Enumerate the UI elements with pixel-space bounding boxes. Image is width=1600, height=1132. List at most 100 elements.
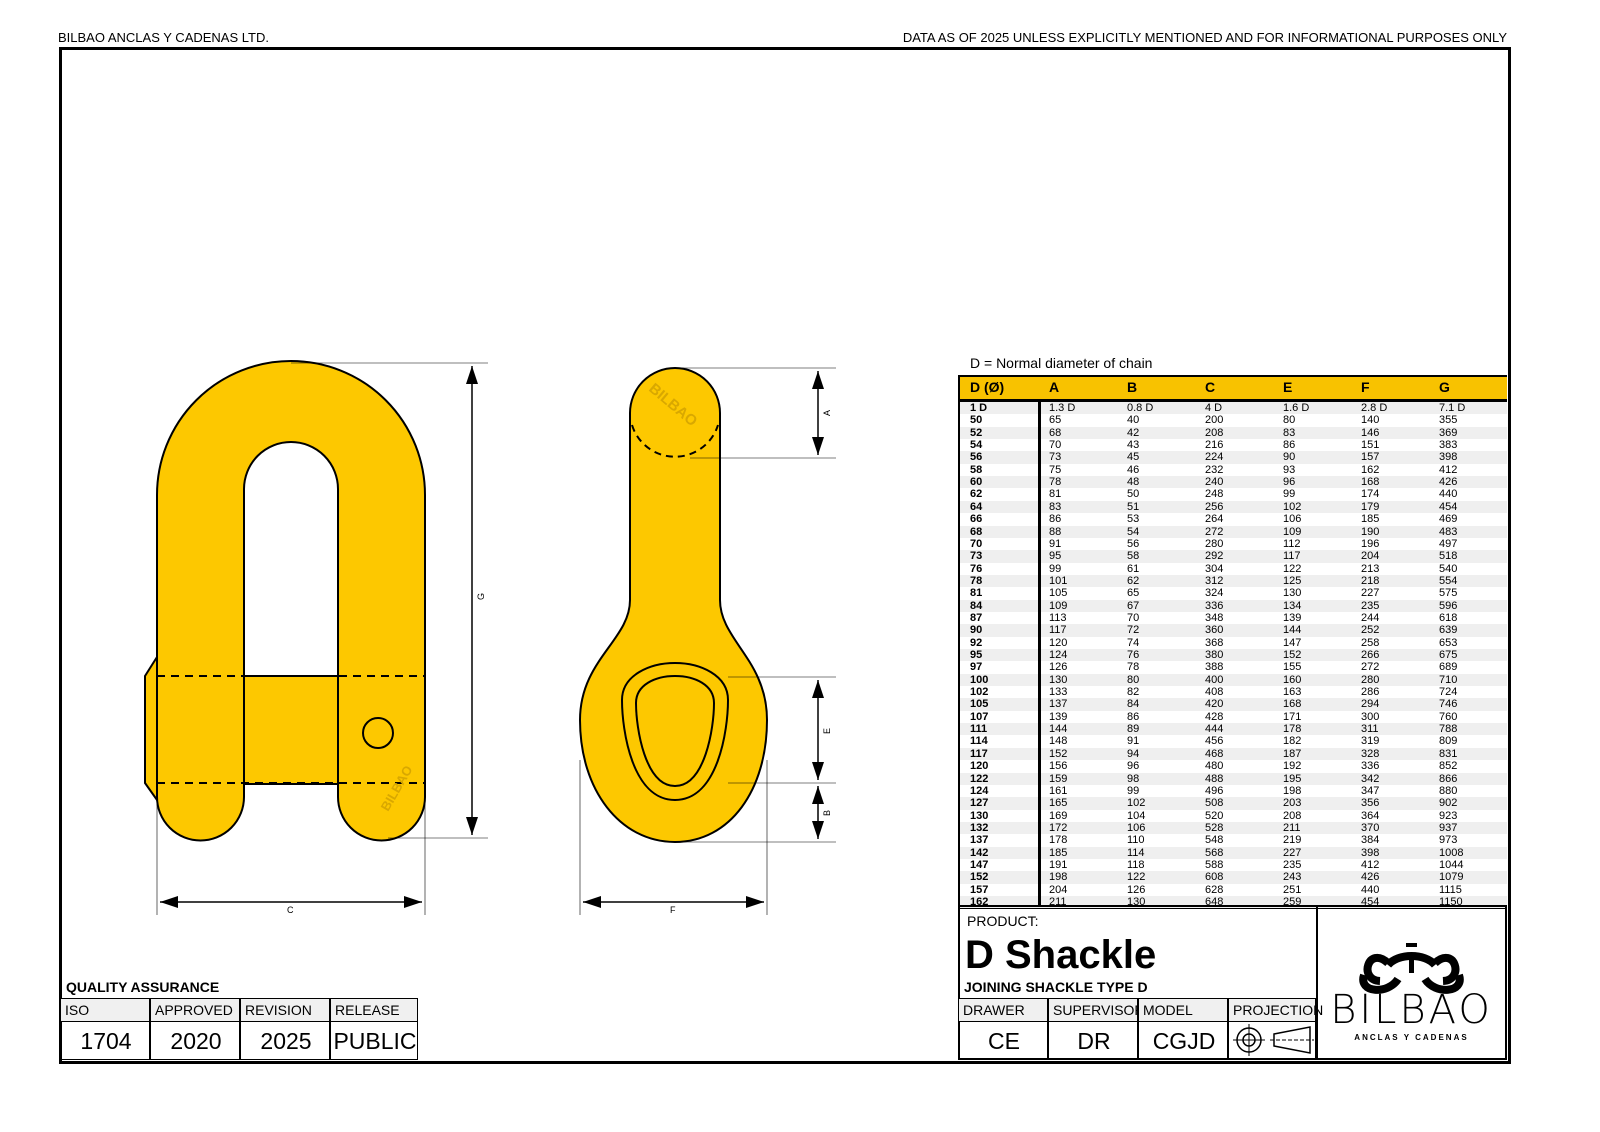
- table-cell: 127: [970, 797, 989, 810]
- table-cell: 122: [1127, 871, 1146, 884]
- column-header: C: [1205, 379, 1216, 395]
- table-cell: 653: [1439, 636, 1458, 649]
- table-cell: 62: [970, 488, 983, 501]
- table-cell: 312: [1205, 574, 1224, 587]
- front-view: BILBAO: [144, 360, 426, 842]
- table-cell: 109: [1049, 599, 1068, 612]
- table-cell: 208: [1283, 809, 1302, 822]
- product-subtitle: JOINING SHACKLE TYPE D: [964, 979, 1148, 995]
- disclaimer: DATA AS OF 2025 UNLESS EXPLICITLY MENTIO…: [902, 30, 1507, 45]
- table-cell: 110: [1127, 834, 1145, 847]
- product-name: D Shackle: [965, 933, 1157, 977]
- table-cell: 454: [1439, 500, 1458, 513]
- dim-label-f: F: [670, 905, 676, 915]
- table-cell: 608: [1205, 871, 1224, 884]
- table-cell: 1 D: [970, 402, 988, 414]
- table-cell: 596: [1439, 599, 1458, 612]
- table-cell: 80: [1283, 414, 1296, 427]
- table-cell: 383: [1439, 439, 1458, 452]
- table-cell: 336: [1205, 599, 1224, 612]
- table-cell: 380: [1205, 649, 1224, 661]
- table-cell: 73: [970, 550, 983, 563]
- table-cell: 147: [1283, 636, 1302, 649]
- table-cell: 163: [1283, 686, 1302, 699]
- table-cell: 639: [1439, 624, 1458, 637]
- table-cell: 398: [1361, 846, 1380, 859]
- quality-value-cell: PUBLIC: [330, 1021, 418, 1060]
- product-label: PRODUCT:: [967, 913, 1039, 929]
- table-cell: 161: [1049, 784, 1068, 797]
- table-cell: 937: [1439, 821, 1458, 834]
- table-cell: 675: [1439, 649, 1458, 661]
- table-cell: 554: [1439, 574, 1458, 587]
- quality-value: 2025: [260, 1028, 312, 1054]
- table-cell: 70: [970, 537, 983, 550]
- table-cell: 114: [1127, 846, 1145, 859]
- table-cell: 51: [1127, 500, 1140, 513]
- table-cell: 370: [1361, 821, 1380, 834]
- table-cell: 973: [1439, 834, 1458, 847]
- table-cell: 133: [1049, 686, 1068, 699]
- table-cell: 157: [970, 883, 989, 896]
- title-block-value-cell: DR: [1048, 1021, 1138, 1060]
- table-cell: 412: [1439, 463, 1458, 476]
- table-cell: 102: [1127, 797, 1146, 810]
- table-cell: 53: [1127, 513, 1140, 526]
- table-cell: 420: [1205, 698, 1224, 711]
- table-cell: 147: [970, 858, 989, 871]
- table-cell: 84: [1127, 698, 1140, 711]
- first-angle-projection-icon: [1233, 1024, 1314, 1056]
- title-block-value: CE: [988, 1028, 1020, 1054]
- table-cell: 105: [1049, 587, 1068, 600]
- table-cell: 364: [1361, 809, 1380, 822]
- table-cell: 162: [1361, 463, 1380, 476]
- bilbao-logo: BILBAO ANCLAS Y CADENAS: [1318, 907, 1505, 1057]
- table-cell: 518: [1439, 550, 1458, 563]
- table-cell: 243: [1283, 871, 1302, 884]
- table-cell: 469: [1439, 513, 1458, 526]
- title-block-label-cell: MODEL: [1138, 998, 1228, 1022]
- table-cell: 56: [1127, 537, 1140, 550]
- table-cell: 130: [1049, 673, 1068, 686]
- column-header: B: [1127, 379, 1138, 395]
- table-cell: 99: [1283, 488, 1296, 501]
- table-cell: 360: [1205, 624, 1224, 637]
- table-cell: 75: [1049, 463, 1062, 476]
- table-cell: 91: [1127, 735, 1140, 748]
- table-cell: 388: [1205, 661, 1224, 674]
- table-cell: 118: [1127, 858, 1145, 871]
- table-cell: 252: [1361, 624, 1380, 637]
- table-cell: 80: [1127, 673, 1140, 686]
- table-cell: 99: [1049, 562, 1062, 575]
- table-cell: 111: [970, 723, 988, 736]
- table-cell: 528: [1205, 821, 1224, 834]
- dimension-lines: [156, 362, 836, 915]
- table-cell: 760: [1439, 710, 1458, 723]
- table-cell: 45: [1127, 451, 1140, 464]
- table-cell: 113: [1049, 611, 1067, 624]
- table-cell: 89: [1127, 723, 1140, 736]
- table-cell: 52: [970, 426, 983, 439]
- table-cell: 48: [1127, 476, 1140, 489]
- column-divider: [1038, 402, 1041, 907]
- table-cell: 64: [970, 500, 983, 513]
- table-cell: 196: [1361, 537, 1380, 550]
- table-cell: 4 D: [1205, 402, 1223, 414]
- table-cell: 172: [1049, 821, 1068, 834]
- table-cell: 191: [1049, 858, 1068, 871]
- table-cell: 99: [1127, 784, 1140, 797]
- title-block-value-cell: CE: [958, 1021, 1048, 1060]
- table-cell: 159: [1049, 772, 1068, 785]
- table-cell: 151: [1361, 439, 1380, 452]
- table-cell: 68: [970, 525, 983, 538]
